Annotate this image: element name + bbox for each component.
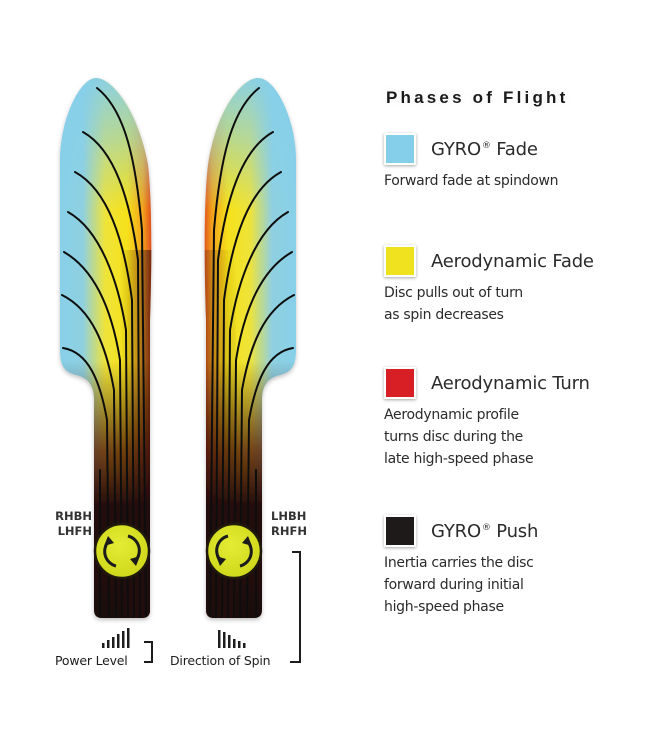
power-level-icon: [102, 628, 130, 648]
direction-of-spin-bracket: [290, 551, 301, 663]
phase-description: Forward fade at spindown: [384, 173, 559, 189]
clockwise-spin-icon: [93, 522, 151, 580]
phase-aerodynamic-fade: Aerodynamic Fade Disc pulls out of turn …: [384, 244, 634, 326]
right-throw-labels: LHBH RHFH: [271, 509, 307, 539]
power-level-bracket: [144, 641, 153, 663]
aerodynamic-fade-swatch: [384, 245, 416, 277]
throw-label-lhbh: LHBH: [271, 509, 307, 523]
phase-gyro-fade: GYRO® Fade Forward fade at spindown: [384, 132, 634, 192]
phase-name: Aerodynamic Fade: [431, 250, 594, 272]
phase-description: Disc pulls out of turn as spin decreases: [384, 285, 523, 323]
throw-label-rhbh: RHBH: [55, 509, 92, 523]
phase-gyro-push: GYRO® Push Inertia carries the disc forw…: [384, 514, 634, 618]
direction-of-spin-label: Direction of Spin: [170, 653, 271, 668]
phases-legend: Phases of Flight GYRO® Fade Forward fade…: [384, 88, 634, 615]
left-throw-labels: RHBH LHFH: [48, 509, 92, 539]
phase-name: Aerodynamic Turn: [431, 372, 590, 394]
direction-of-spin-icon: [218, 630, 246, 648]
phase-name: GYRO® Push: [431, 520, 539, 542]
phase-description: Inertia carries the disc forward during …: [384, 555, 534, 615]
counterclockwise-spin-icon: [205, 522, 263, 580]
phase-description: Aerodynamic profile turns disc during th…: [384, 407, 534, 467]
phase-aerodynamic-turn: Aerodynamic Turn Aerodynamic profile tur…: [384, 366, 634, 470]
left-flight-path: [60, 78, 152, 618]
legend-title: Phases of Flight: [386, 88, 569, 107]
aerodynamic-turn-swatch: [384, 367, 416, 399]
throw-label-lhfh: LHFH: [57, 524, 92, 538]
gyro-push-swatch: [384, 515, 416, 547]
throw-label-rhfh: RHFH: [271, 524, 307, 538]
gyro-fade-swatch: [384, 133, 416, 165]
power-level-label: Power Level: [55, 653, 128, 668]
phase-name: GYRO® Fade: [431, 138, 538, 160]
